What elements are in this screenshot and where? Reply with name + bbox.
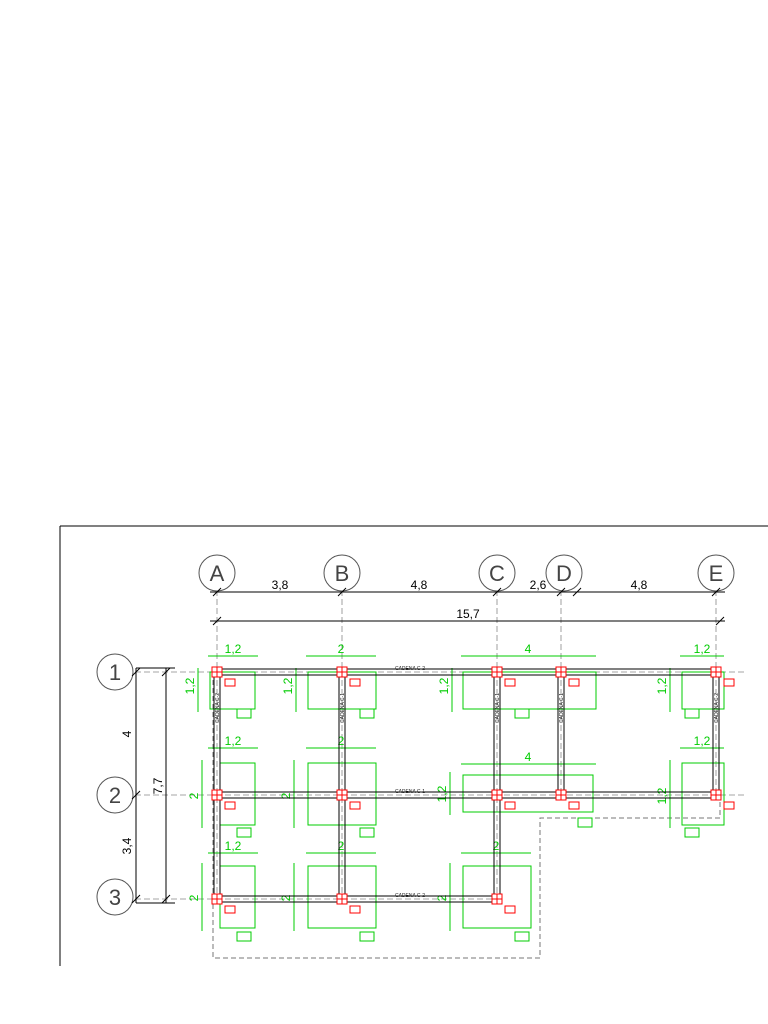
left-dimension-lines xyxy=(131,667,175,904)
beam-label-row1: CADENA C-2 xyxy=(395,666,425,672)
column-e2 xyxy=(710,789,722,801)
footing-tags xyxy=(236,708,700,942)
footing-width-b2: 2 xyxy=(338,734,345,748)
footing-width-e2: 1,2 xyxy=(694,734,711,748)
footing-c3 xyxy=(462,865,532,929)
footing-height-cd2: 1,2 xyxy=(435,785,449,802)
axis-label-d: D xyxy=(556,561,572,586)
axis-bubble-1 xyxy=(96,653,134,691)
column-tags xyxy=(224,678,735,914)
column-b1 xyxy=(336,666,348,678)
footing-height-cd1: 1,2 xyxy=(437,677,451,694)
building-outline xyxy=(212,672,721,959)
footing-height-b1: 1,2 xyxy=(281,677,295,694)
dim-ab: 3,8 xyxy=(272,578,289,592)
footing-width-b1: 2 xyxy=(338,642,345,656)
footing-width-e1: 1,2 xyxy=(694,642,711,656)
footing-width-b3: 2 xyxy=(338,839,345,853)
dim-total-width: 15,7 xyxy=(456,607,480,621)
footing-width-cd1: 4 xyxy=(525,642,532,656)
dim-cd: 2,6 xyxy=(530,578,547,592)
axis-label-a: A xyxy=(210,561,225,586)
footing-height-e2: 1,2 xyxy=(655,787,669,804)
footing-width-a2: 1,2 xyxy=(225,734,242,748)
footing-height-a1: 1,2 xyxy=(183,677,197,694)
row-axis-bubbles: 1 2 3 xyxy=(96,653,134,916)
footing-height-b3: 2 xyxy=(279,894,293,901)
column-b3 xyxy=(336,893,348,905)
axis-bubble-b xyxy=(323,554,361,592)
dim-de: 4,8 xyxy=(631,578,648,592)
column-d1 xyxy=(555,666,567,678)
footing-b3 xyxy=(307,865,377,929)
dim-bc: 4,8 xyxy=(411,578,428,592)
dim-23: 3,4 xyxy=(120,837,134,854)
dim-total-height: 7,7 xyxy=(151,777,165,794)
column-c1 xyxy=(491,666,503,678)
column-a1 xyxy=(211,666,223,678)
axis-label-1: 1 xyxy=(109,660,121,685)
column-a2 xyxy=(211,789,223,801)
beam-label-row2: CADENA C-1 xyxy=(395,789,425,795)
axis-bubble-a xyxy=(198,554,236,592)
axis-bubble-c xyxy=(478,554,516,592)
axis-label-c: C xyxy=(489,561,505,586)
footing-b2 xyxy=(307,762,377,826)
footing-a2 xyxy=(219,762,256,826)
dim-12: 4 xyxy=(120,730,134,737)
footing-width-a1: 1,2 xyxy=(225,642,242,656)
footing-height-a2: 2 xyxy=(187,792,201,799)
footing-width-c3: 2 xyxy=(493,839,500,853)
axis-bubble-e xyxy=(697,554,735,592)
column-c2 xyxy=(491,789,503,801)
footing-a1 xyxy=(209,671,256,710)
column-d2 xyxy=(555,789,567,801)
beam-label-col-e: CADENA C-2 xyxy=(714,693,720,723)
axis-label-b: B xyxy=(335,561,350,586)
footing-width-a3: 1,2 xyxy=(225,839,242,853)
beams xyxy=(213,668,720,903)
footing-cd1 xyxy=(462,671,597,710)
column-b2 xyxy=(336,789,348,801)
footing-height-c3: 2 xyxy=(435,894,449,901)
axis-label-3: 3 xyxy=(109,885,121,910)
footing-width-cd2: 4 xyxy=(525,750,532,764)
axis-bubble-3 xyxy=(96,878,134,916)
beam-label-col-d: CADENA C-1 xyxy=(559,693,565,723)
column-a3 xyxy=(211,893,223,905)
footing-e1 xyxy=(681,671,725,710)
column-axis-bubbles: A B C D E xyxy=(198,554,735,592)
columns xyxy=(211,666,722,905)
beam-label-col-b: CADENA C-1 xyxy=(340,693,346,723)
axis-label-2: 2 xyxy=(109,783,121,808)
axis-bubble-2 xyxy=(96,776,134,814)
footing-height-a3: 2 xyxy=(187,894,201,901)
beam-label-col-a: CADENA C-2 xyxy=(215,693,221,723)
column-c3 xyxy=(491,893,503,905)
beam-label-col-c: CADENA C-1 xyxy=(495,693,501,723)
top-dimension-lines xyxy=(210,587,725,626)
axis-label-e: E xyxy=(709,561,724,586)
beam-label-row3: CADENA C-2 xyxy=(395,893,425,899)
footing-e2 xyxy=(681,762,725,826)
footing-cd2 xyxy=(462,774,594,813)
axis-bubble-d xyxy=(545,554,583,592)
column-e1 xyxy=(710,666,722,678)
footing-dimension-lines xyxy=(197,655,724,931)
footing-height-e1: 1,2 xyxy=(655,677,669,694)
footing-a3 xyxy=(219,865,256,929)
footing-height-b2: 2 xyxy=(279,792,293,799)
